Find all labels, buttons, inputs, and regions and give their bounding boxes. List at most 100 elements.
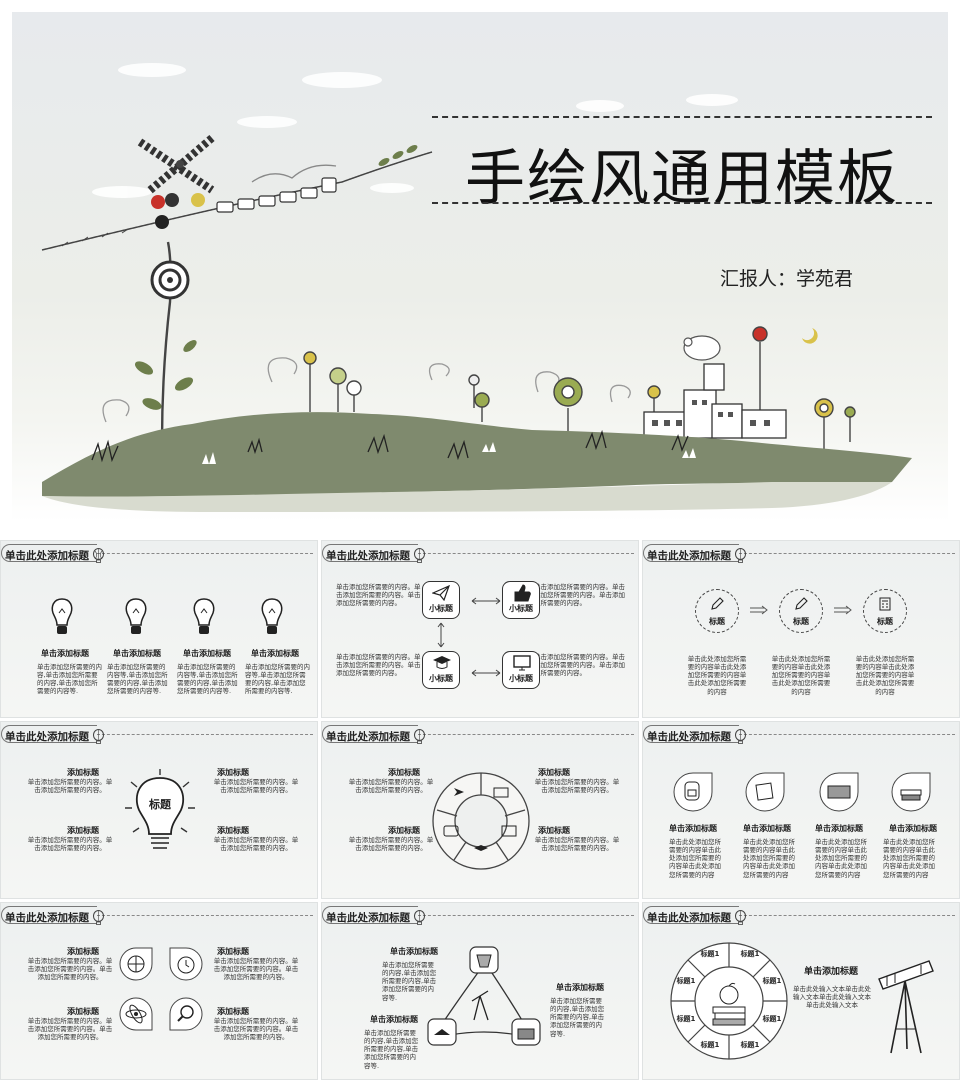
slide-header: 单击此处添加标题 — [5, 727, 105, 745]
slide-header-title: 单击此处添加标题 — [647, 730, 731, 743]
title-top-rule — [432, 116, 932, 118]
item-text: 单击添加您所需要的内容。单击添加您所需要的内容。单击添加您所需要的内容。 — [27, 1017, 113, 1042]
header-dashed-line — [739, 553, 955, 554]
bulb-label: 标题 — [149, 798, 171, 811]
header-bracket — [322, 544, 418, 562]
slide-header: 单击此处添加标题 — [647, 727, 747, 745]
magnifier-icon — [169, 997, 203, 1031]
title-circle — [863, 589, 907, 633]
item-title: 添加标题 — [538, 768, 570, 777]
slide-thumb-7[interactable]: 单击此处添加标题 添加标题 单击添加您所需要的内容。单击添加您所需要的内容。单击… — [0, 902, 318, 1080]
slide-thumb-4[interactable]: 单击此处添加标题 添加标题 单击添加您所需要的内容。单击添加您所需要的内容。 添… — [0, 721, 318, 899]
balloon-icon — [93, 909, 104, 925]
item-title: 单击添加标题 — [41, 649, 89, 658]
flow-arrows — [437, 597, 501, 677]
slide-thumb-2[interactable]: 单击此处添加标题 单击添加您所需要的内容。单击添加您所需要的内容。单击添加您所需… — [321, 540, 639, 718]
circle-text: 单击此处添加您所需要的内容单击此处添加您所需要的内容单击此处添加您所需要的内容 — [687, 655, 747, 696]
item-title: 添加标题 — [67, 1007, 99, 1016]
slide-header-title: 单击此处添加标题 — [326, 911, 410, 924]
backpack-icon — [673, 772, 713, 812]
slide-header-title: 单击此处添加标题 — [5, 730, 89, 743]
header-dashed-line — [739, 734, 955, 735]
header-bracket — [643, 544, 739, 562]
item-title: 单击添加标题 — [113, 649, 161, 658]
slide-thumb-3[interactable]: 单击此处添加标题 标题 标题 标题 单击此处添加您所需要的内容单击此处添加您所需… — [642, 540, 960, 718]
circle-text: 单击此处添加您所需要的内容单击此处添加您所需要的内容单击此处添加您所需要的内容 — [771, 655, 831, 696]
subtitle-box: 小标题 — [422, 581, 460, 619]
item-text: 单击此处输入文本单击此处输入文本单击此处输入文本单击此处输入文本 — [793, 985, 871, 1010]
item-text: 单击添加您所需要的内容等,单击添加您所需要的内容,单击添加您所需要的内容等. — [107, 663, 168, 696]
telescope-icon — [878, 960, 934, 1054]
slide-header: 单击此处添加标题 — [326, 908, 426, 926]
header-bracket — [322, 725, 418, 743]
paper-plane-icon — [432, 585, 450, 601]
balloon-icon — [93, 547, 104, 563]
pencil-icon — [795, 597, 808, 610]
cover-reporter: 汇报人：学苑君 — [720, 268, 854, 290]
item-title: 单击添加标题 — [251, 649, 299, 658]
slide-thumb-9[interactable]: 单击此处添加标题 标题1 标题1 标题1 标题1 标题1 标题1 标题1 标题1… — [642, 902, 960, 1080]
slide-thumb-6[interactable]: 单击此处添加标题 单击添加标题 单击此处添加您所需要的内容单击此处添加您所需要的… — [642, 721, 960, 899]
header-dashed-line — [97, 915, 313, 916]
circle-label: 标题 — [709, 617, 725, 626]
item-text: 单击添加您所需要的内容。单击添加您所需要的内容。单击添加您所需要的内容。 — [27, 957, 113, 982]
slide-header-title: 单击此处添加标题 — [647, 911, 731, 924]
slide-thumb-8[interactable]: 单击此处添加标题 单击添加标题 单击添加您所需要的内容,单击添加您所需要的内容,… — [321, 902, 639, 1080]
segment-label: 标题1 — [740, 950, 760, 958]
item-title: 添加标题 — [217, 947, 249, 956]
segment-label: 标题1 — [676, 1015, 696, 1023]
slide-thumb-5[interactable]: 单击此处添加标题 添加标题 单击添加您所需要的内容。单击添加您所需要的内容。 添… — [321, 721, 639, 899]
header-bracket — [1, 906, 97, 924]
globe-icon — [119, 947, 153, 981]
item-text: 单击添加您所需要的内容。单击添加您所需要的内容。单击添加您所需要的内容。 — [213, 1017, 299, 1042]
item-title: 添加标题 — [67, 947, 99, 956]
item-title: 添加标题 — [217, 1007, 249, 1016]
cover-slide: 手绘风通用模板 汇报人：学苑君 — [12, 12, 948, 522]
item-text: 单击此处添加您所需要的内容单击此处添加您所需要的内容单击此处添加您所需要的内容 — [883, 838, 935, 879]
header-dashed-line — [97, 734, 313, 735]
header-dashed-line — [418, 553, 634, 554]
segment-label: 标题1 — [762, 977, 782, 985]
graduation-cap-icon — [433, 656, 451, 669]
title-circle — [695, 589, 739, 633]
slide-header: 单击此处添加标题 — [5, 908, 105, 926]
header-bracket — [1, 544, 97, 562]
segmented-ring-diagram — [432, 772, 530, 870]
triangle-diagram — [427, 946, 541, 1046]
segment-label: 标题1 — [700, 1041, 720, 1049]
segment-label: 标题1 — [700, 950, 720, 958]
item-title: 添加标题 — [217, 768, 249, 777]
pencil-icon — [711, 597, 724, 610]
circle-label: 标题 — [793, 617, 809, 626]
segment-label: 标题1 — [740, 1041, 760, 1049]
balloon-icon — [735, 909, 746, 925]
item-text: 单击添加您所需要的内容。单击添加您所需要的内容。 — [534, 836, 620, 853]
item-title: 单击添加标题 — [556, 983, 604, 992]
slide-header-title: 单击此处添加标题 — [326, 730, 410, 743]
item-title: 添加标题 — [538, 826, 570, 835]
header-dashed-line — [97, 553, 313, 554]
item-text: 单击添加您所需要的内容。单击添加您所需要的内容。 — [27, 836, 113, 853]
books-icon — [891, 772, 931, 812]
subtitle-box-label: 小标题 — [429, 604, 453, 613]
slide-header-title: 单击此处添加标题 — [326, 549, 410, 562]
item-title: 添加标题 — [217, 826, 249, 835]
slide-header: 单击此处添加标题 — [647, 908, 747, 926]
item-text: 单击添加您所需要的内容。单击添加您所需要的内容。单击添加您所需要的内容。 — [213, 957, 299, 982]
balloon-icon — [93, 728, 104, 744]
slide-thumb-1[interactable]: 单击此处添加标题 单击添加标题 单击添加您所需要的内容,单击添加您所需要的内容,… — [0, 540, 318, 718]
header-dashed-line — [418, 734, 634, 735]
slide-header-title: 单击此处添加标题 — [5, 549, 89, 562]
balloon-icon — [735, 728, 746, 744]
hand-drawn-landscape-illustration — [41, 63, 912, 512]
calculator-icon — [879, 597, 891, 611]
item-text: 单击添加您所需要的内容。单击添加您所需要的内容。 — [213, 778, 299, 795]
item-text: 单击添加您所需要的内容。单击添加您所需要的内容。 — [348, 836, 434, 853]
subtitle-box: 小标题 — [502, 651, 540, 689]
item-title: 单击添加标题 — [815, 824, 863, 833]
slide-thumbnail-grid: 单击此处添加标题 单击添加标题 单击添加您所需要的内容,单击添加您所需要的内容,… — [0, 540, 960, 1081]
item-text: 单击此处添加您所需要的内容单击此处添加您所需要的内容单击此处添加您所需要的内容 — [815, 838, 867, 879]
monitor-icon — [513, 655, 531, 671]
subtitle-box-label: 小标题 — [509, 604, 533, 613]
item-text: 单击此处添加您所需要的内容单击此处添加您所需要的内容单击此处添加您所需要的内容 — [669, 838, 721, 879]
